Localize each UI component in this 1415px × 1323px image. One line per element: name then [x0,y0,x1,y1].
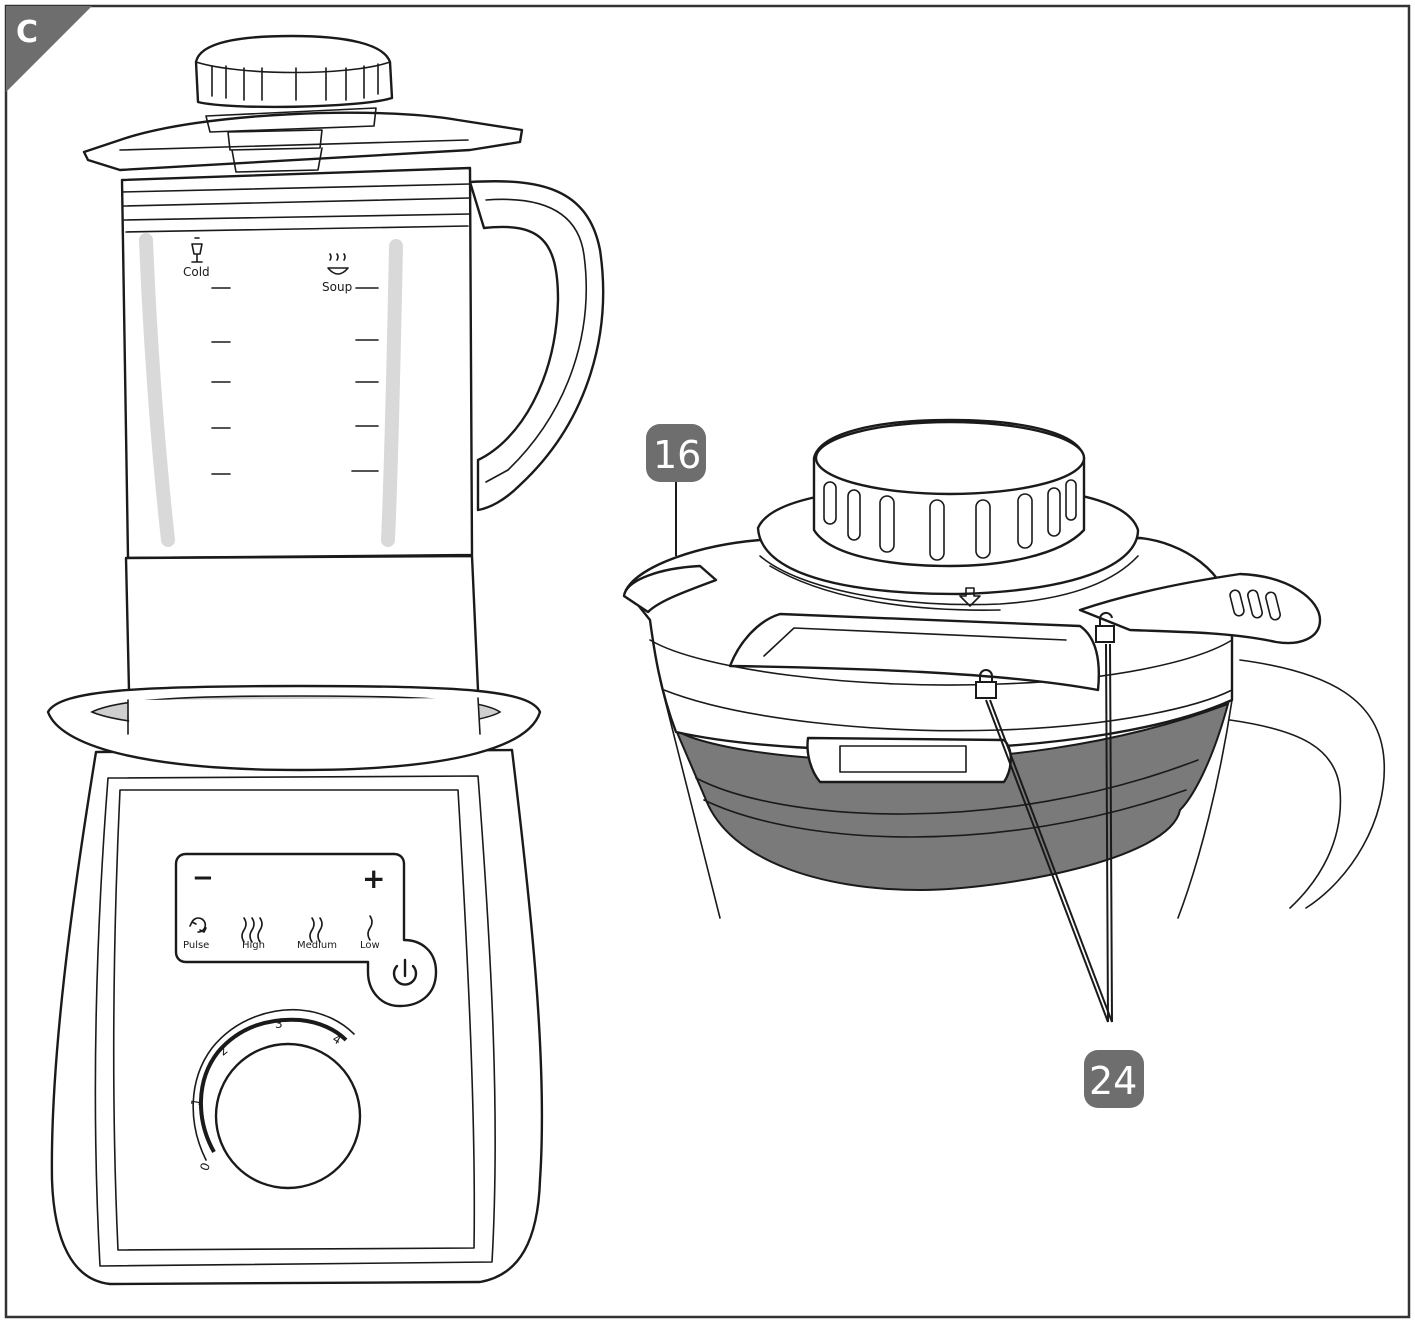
soup-bowl-icon [327,253,349,275]
jug-lid [82,111,524,172]
callout-24-leader-unlocked-b [1109,643,1113,1023]
callout-24-badge: 24 [1084,1050,1144,1108]
glass-highlight-left [139,233,175,547]
jug-scale [211,287,379,475]
callout-16-label: 16 [653,433,701,477]
locked-icon [975,669,997,699]
lid-cap [194,34,394,109]
pulse-icon [189,917,207,933]
motor-base [50,748,544,1286]
detail-lid-window [728,612,1101,692]
high-label: High [242,940,265,951]
cold-icon [191,237,203,263]
plus-button[interactable]: + [362,862,385,895]
minus-button[interactable]: − [192,863,214,893]
medium-heat-icon [309,917,323,943]
callout-24-leader-locked-b [989,699,1113,1023]
dial-number-0: 0 [197,1161,213,1173]
glass-highlight-right [381,239,403,547]
down-arrow-icon [959,587,981,607]
detail-lever [1078,572,1322,645]
pulse-button[interactable]: Pulse [183,917,209,951]
cold-mark: Cold [183,237,210,279]
blender-illustration: Cold Soup − + [46,34,605,1286]
high-button[interactable]: High [241,917,265,951]
dial-scale-arc [198,1017,348,1153]
power-button[interactable] [392,958,418,986]
corner-tab [6,6,92,92]
dial-scale-arc-thin [192,1008,355,1161]
detail-jug-right-wall [1177,699,1233,919]
soup-label: Soup [322,280,352,294]
speed-dial[interactable]: 0 1 2 3 4 [188,1008,362,1190]
low-button[interactable]: Low [360,915,380,951]
jug-handle [468,180,605,512]
low-label: Low [360,940,380,951]
medium-label: Medium [297,940,337,951]
pulse-label: Pulse [183,940,209,951]
soup-mark: Soup [322,253,352,294]
detail-cap-grips [823,479,1077,561]
dial-number-3: 3 [275,1017,283,1031]
control-panel-outline [174,852,438,1008]
figure-frame [4,4,1411,1319]
lid-detail-illustration: 16 24 [622,418,1386,1108]
figure-label: C [16,15,38,50]
high-heat-icon [241,917,263,943]
detail-lever-slots [1229,589,1281,621]
base-front-panel [112,789,476,1251]
detail-lid-spout [622,564,718,614]
unlocked-icon [1095,611,1115,643]
power-icon [392,958,418,986]
callout-24-leader-unlocked [1105,643,1109,1023]
callout-24-label: 24 [1089,1059,1137,1103]
control-panel: − + Pulse High Medium Low [174,852,438,1008]
jug-handle-inner [485,198,587,483]
dial-knob[interactable] [214,1042,362,1190]
callout-24-leader-locked [985,699,1109,1023]
detail-handle-outer [1239,659,1386,909]
detail-handle-inner [1229,719,1342,909]
cold-label: Cold [183,265,210,279]
callout-16-badge: 16 [646,424,706,482]
dial-number-1: 1 [188,1097,203,1107]
detail-lid-tab [806,736,1012,784]
detail-cap-top [814,420,1086,496]
low-heat-icon [367,915,373,941]
figure-label-tab: C [6,6,92,92]
medium-button[interactable]: Medium [297,917,337,951]
